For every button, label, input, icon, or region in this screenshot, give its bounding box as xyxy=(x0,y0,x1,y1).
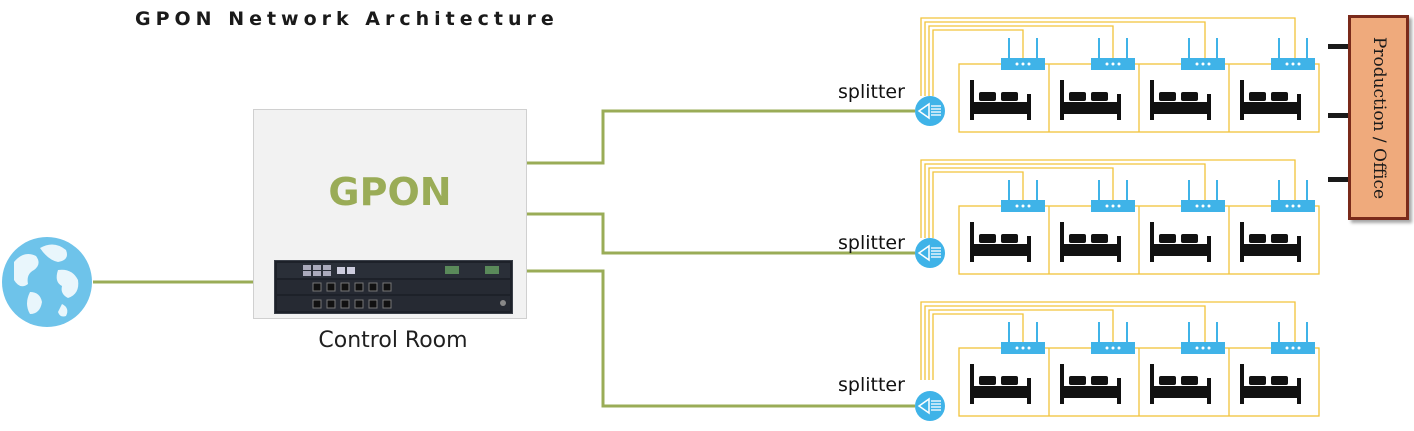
router-icon xyxy=(1091,322,1135,354)
drop-cable xyxy=(924,21,1206,96)
router-icon xyxy=(1001,38,1045,70)
router-icon xyxy=(1271,322,1315,354)
diagram-title: GPON Network Architecture xyxy=(135,8,559,30)
router-icon xyxy=(1271,180,1315,212)
bed-icon xyxy=(1060,80,1121,120)
router-icon xyxy=(1091,38,1135,70)
splitter-icon xyxy=(915,391,945,421)
office-label: Production / Office xyxy=(1368,36,1389,199)
router-icon xyxy=(1001,322,1045,354)
production-office-box: Production / Office xyxy=(1348,15,1409,220)
floor-2 xyxy=(915,159,1320,275)
floor-1 xyxy=(915,17,1320,133)
bed-icon xyxy=(1150,80,1211,120)
splitter-label-3: splitter xyxy=(838,374,905,396)
splitter-label-2: splitter xyxy=(838,232,905,254)
drop-cable xyxy=(932,313,1024,380)
gpon-label: GPON xyxy=(328,170,452,214)
office-port-1 xyxy=(1328,44,1348,49)
router-icon xyxy=(1271,38,1315,70)
bed-icon xyxy=(1060,222,1121,262)
bed-icon xyxy=(970,80,1031,120)
router-icon xyxy=(1001,180,1045,212)
splitter-icon xyxy=(915,238,945,268)
floor-3 xyxy=(915,301,1320,421)
drop-cable xyxy=(932,171,1024,238)
bed-icon xyxy=(1060,364,1121,404)
bed-icon xyxy=(970,222,1031,262)
drop-cable xyxy=(928,167,1114,238)
drop-cable xyxy=(920,301,1296,380)
feeder-fiber-3 xyxy=(527,269,915,408)
office-port-3 xyxy=(1328,177,1348,182)
bed-icon xyxy=(1240,222,1301,262)
bed-icon xyxy=(1150,222,1211,262)
bed-icon xyxy=(1150,364,1211,404)
drop-cable xyxy=(928,309,1114,380)
feeder-fiber-2 xyxy=(527,212,915,255)
office-port-2 xyxy=(1328,113,1348,118)
bed-icon xyxy=(1240,80,1301,120)
drop-cable xyxy=(932,29,1024,96)
splitter-icon xyxy=(915,96,945,126)
globe-icon xyxy=(2,237,92,327)
bed-icon xyxy=(1240,364,1301,404)
router-icon xyxy=(1181,322,1225,354)
drop-cable xyxy=(924,305,1206,380)
olt-box: GPON xyxy=(253,109,527,319)
drop-cable xyxy=(920,17,1296,96)
bed-icon xyxy=(970,364,1031,404)
drop-cable xyxy=(920,159,1296,238)
splitter-label-1: splitter xyxy=(838,81,905,103)
router-icon xyxy=(1091,180,1135,212)
olt-device-icon xyxy=(274,260,513,314)
router-icon xyxy=(1181,180,1225,212)
drop-cable xyxy=(924,163,1206,238)
router-icon xyxy=(1181,38,1225,70)
control-room-label: Control Room xyxy=(318,328,468,353)
feeder-fiber-1 xyxy=(527,109,915,165)
drop-cable xyxy=(928,25,1114,96)
